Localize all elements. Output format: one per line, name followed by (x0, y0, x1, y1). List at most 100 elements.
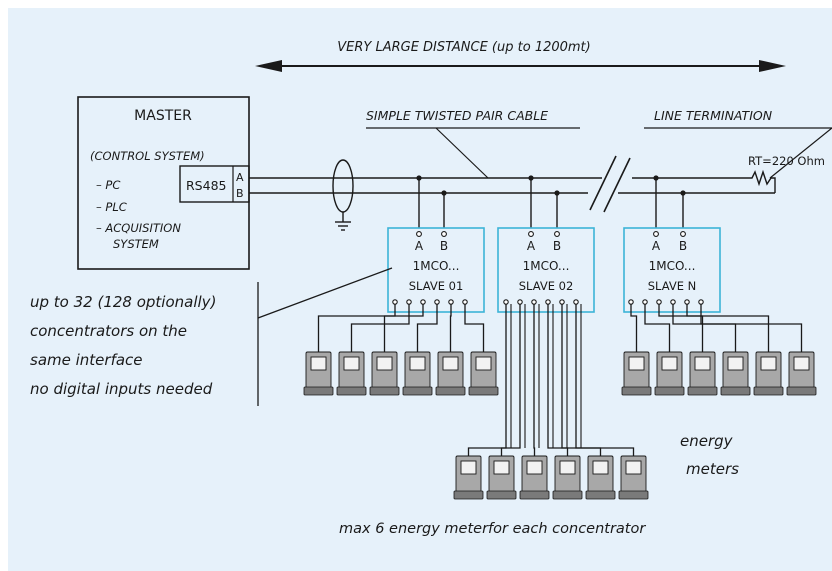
side-note-bracket (257, 267, 393, 406)
bus-junction-dot (554, 190, 560, 196)
meter-wire (700, 304, 803, 352)
slave-output-terminal (448, 299, 454, 305)
master-item-pc: – PC (96, 178, 120, 192)
energy-meter-icon (453, 455, 484, 500)
slave-output-terminal (698, 299, 704, 305)
meter-wire (383, 304, 424, 352)
side-note-line-4: no digital inputs needed (30, 380, 213, 398)
energy-meter-icon (336, 351, 367, 396)
diagram-background (8, 8, 832, 571)
slave-output-terminal (656, 299, 662, 305)
distance-arrow (255, 60, 786, 72)
meter-wire (317, 304, 396, 352)
energy-meter-icon (654, 351, 685, 396)
slave-model: 1MCO... (649, 259, 696, 273)
meters-layer (303, 351, 817, 500)
slave-pin-b: B (440, 239, 448, 253)
energy-meter-icon (786, 351, 817, 396)
cable-label: SIMPLE TWISTED PAIR CABLE (366, 108, 548, 123)
side-note-line-1: up to 32 (128 optionally) (30, 293, 216, 311)
bus-junction-dot (653, 175, 659, 181)
slave-name: SLAVE N (648, 279, 697, 293)
bus-junction-dot (680, 190, 686, 196)
slave-terminal (680, 231, 686, 237)
footer-note: max 6 energy meterfor each concentrator (339, 521, 646, 537)
slave-output-terminal (462, 299, 468, 305)
meter-wire (467, 304, 507, 456)
energy-meter-icon (618, 455, 649, 500)
slave-terminal (653, 231, 659, 237)
wiring-layer (317, 304, 803, 456)
termination-label-leader (769, 127, 832, 179)
slave-output-terminal (503, 299, 509, 305)
master-item-acquisition: – ACQUISITION (96, 221, 181, 235)
rs485-port-box (179, 165, 250, 203)
slave-output-terminal (406, 299, 412, 305)
energy-meter-icon (369, 351, 400, 396)
meter-wire (658, 304, 704, 352)
slave-terminal (441, 231, 447, 237)
rs485-pin-a: A (236, 171, 244, 184)
slave-output-terminal (545, 299, 551, 305)
meter-wire (686, 304, 770, 352)
energy-meter-icon (720, 351, 751, 396)
slave-pin-b: B (679, 239, 687, 253)
master-title: MASTER (134, 108, 192, 124)
slave-pin-a: A (652, 239, 661, 253)
slave-output-terminal (573, 299, 579, 305)
cable-break-marks (589, 155, 631, 213)
slave-box (623, 227, 721, 313)
energy-meter-icon (303, 351, 334, 396)
slave-output-terminal (434, 299, 440, 305)
side-note-line-3: same interface (30, 351, 143, 369)
slave-output-terminal (642, 299, 648, 305)
energy-meter-icon (621, 351, 652, 396)
meter-wire (449, 304, 452, 352)
termination-label: LINE TERMINATION (654, 108, 773, 123)
meter-wire (350, 304, 410, 352)
energy-meters-label-line-1: energy (680, 432, 734, 450)
energy-meter-icon (402, 351, 433, 396)
slave-model: 1MCO... (413, 259, 460, 273)
slave-model: 1MCO... (523, 259, 570, 273)
slave-output-terminal (517, 299, 523, 305)
rs485-pin-b: B (236, 187, 244, 200)
energy-meter-icon (687, 351, 718, 396)
slave-output-terminal (670, 299, 676, 305)
energy-meter-icon (585, 455, 616, 500)
termination-resistor-label: RT=220 Ohm (748, 154, 825, 168)
master-subtitle: (CONTROL SYSTEM) (90, 149, 205, 163)
energy-meter-icon (753, 351, 784, 396)
master-item-system: SYSTEM (113, 237, 159, 251)
energy-meter-icon (486, 455, 517, 500)
slave-output-terminal (392, 299, 398, 305)
rs485-label: RS485 (186, 178, 226, 193)
slave-terminal (528, 231, 534, 237)
slave-pin-a: A (415, 239, 424, 253)
bus-junction-dot (441, 190, 447, 196)
slave-box (497, 227, 595, 313)
meter-wire (416, 304, 438, 352)
meter-wire (575, 304, 635, 456)
energy-meter-icon (519, 455, 550, 500)
slave-pin-b: B (553, 239, 561, 253)
meter-wire (464, 304, 485, 352)
slave-output-terminal (559, 299, 565, 305)
master-item-plc: – PLC (96, 200, 127, 214)
bus-junction-dot (416, 175, 422, 181)
bus-junction-dot (528, 175, 534, 181)
distance-label: VERY LARGE DISTANCE (up to 1200mt) (337, 40, 590, 55)
meter-wire (630, 304, 638, 352)
side-note: up to 32 (128 optionally) concentrators … (30, 293, 216, 398)
meter-wire (500, 304, 521, 456)
slave-output-terminal (628, 299, 634, 305)
termination-resistor-icon (746, 169, 776, 193)
slave-pin-a: A (527, 239, 536, 253)
slave-output-terminal (420, 299, 426, 305)
energy-meter-icon (435, 351, 466, 396)
meter-wire (547, 304, 569, 456)
cable-shield-ground-icon (332, 159, 354, 231)
slave-output-terminal (684, 299, 690, 305)
